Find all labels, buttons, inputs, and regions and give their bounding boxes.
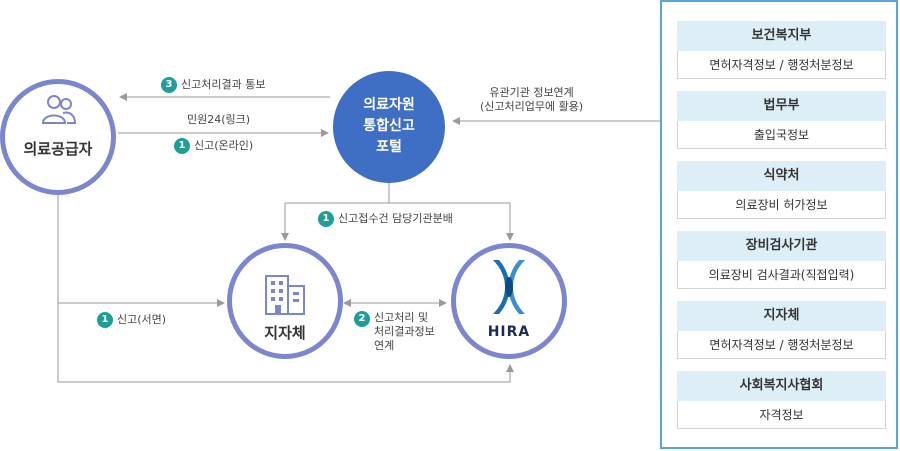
edge-label-paper: 1 신고(서면) — [97, 312, 166, 328]
edge-label-result-notice: 3 신고처리결과 통보 — [161, 77, 265, 93]
arrow-distribution — [284, 183, 511, 238]
supplier-label: 의료공급자 — [23, 140, 93, 158]
edge-text: 신고접수건 담당기관분배 — [338, 212, 453, 225]
agency-info: 의료장비 검사결과(직접입력) — [677, 261, 886, 289]
edge-text: 신고(서면) — [117, 313, 167, 326]
step-badge: 1 — [318, 211, 334, 227]
edge-label-agency-link: 유관기관 정보연계 (신고처리업무에 활용) — [480, 86, 584, 113]
agency-panel: 보건복지부 면허자격정보 / 행정처분정보 법무부 출입국정보 식약처 의료장비… — [660, 0, 898, 449]
agency-info: 자격정보 — [677, 401, 886, 429]
people-icon — [41, 95, 77, 124]
agency-name: 지자체 — [677, 301, 886, 331]
local-gov-label: 지자체 — [264, 324, 306, 342]
agency-card: 지자체 면허자격정보 / 행정처분정보 — [677, 301, 886, 359]
portal-label: 의료자원 통합신고 포털 — [363, 97, 415, 155]
hira-label: HIRA — [487, 324, 531, 340]
supplier-node: 의료공급자 — [0, 79, 116, 195]
hira-node: HIRA — [451, 243, 567, 359]
agency-info: 면허자격정보 / 행정처분정보 — [677, 331, 886, 359]
edge-text: 신고(온라인) — [194, 139, 254, 152]
step-badge: 1 — [174, 138, 190, 154]
agency-name: 식약처 — [677, 161, 886, 191]
step-badge: 2 — [354, 311, 370, 327]
agency-name: 법무부 — [677, 91, 886, 121]
local-gov-node: 지자체 — [227, 243, 343, 359]
agency-card: 보건복지부 면허자격정보 / 행정처분정보 — [677, 21, 886, 79]
agency-card: 장비검사기관 의료장비 검사결과(직접입력) — [677, 231, 886, 289]
step-badge: 3 — [161, 77, 177, 93]
edge-label-online: 1 신고(온라인) — [174, 138, 253, 154]
portal-node: 의료자원 통합신고 포털 — [333, 71, 445, 183]
agency-info: 면허자격정보 / 행정처분정보 — [677, 51, 886, 79]
agency-info: 출입국정보 — [677, 121, 886, 149]
agency-name: 장비검사기관 — [677, 231, 886, 261]
edge-label-minwon: 민원24(링크) — [187, 113, 251, 126]
agency-card: 사회복지사협회 자격정보 — [677, 371, 886, 429]
edge-text: 신고처리 및 처리결과정보 연계 — [374, 311, 435, 352]
arrow-supplier-to-hira — [57, 303, 514, 383]
hira-logo-icon — [493, 260, 525, 314]
edge-text: 신고처리결과 통보 — [181, 78, 266, 91]
agency-name: 사회복지사협회 — [677, 371, 886, 401]
agency-card: 식약처 의료장비 허가정보 — [677, 161, 886, 219]
agency-info: 의료장비 허가정보 — [677, 191, 886, 219]
building-icon — [265, 275, 305, 315]
agency-name: 보건복지부 — [677, 21, 886, 51]
step-badge: 1 — [97, 312, 113, 328]
agency-card: 법무부 출입국정보 — [677, 91, 886, 149]
edge-label-distribution: 1 신고접수건 담당기관분배 — [318, 211, 453, 227]
